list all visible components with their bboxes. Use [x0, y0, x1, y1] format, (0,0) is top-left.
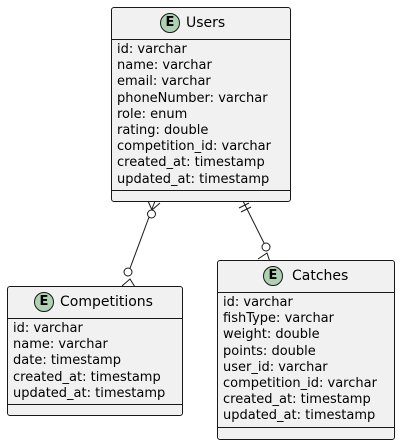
- catches-zero-circle: [261, 242, 271, 252]
- attribute-row: id: varchar: [223, 295, 293, 310]
- entity-users-bottom-divider: [112, 189, 290, 191]
- catches-many-crowsfoot: [257, 252, 271, 263]
- relationship-users-competitions: [121, 200, 161, 288]
- users-catches-line: [242, 200, 266, 246]
- entity-competitions-divider: [8, 318, 182, 319]
- users-one-bar-1: [238, 202, 250, 209]
- entity-competitions-attributes: id: varchar name: varchar date: timestam…: [8, 319, 182, 404]
- attribute-row: email: varchar: [117, 74, 211, 90]
- entity-badge-icon: E: [34, 292, 54, 312]
- entity-catches: E Catches id: varchar fishType: varchar …: [217, 260, 395, 440]
- attribute-row: created_at: timestamp: [223, 392, 371, 408]
- attribute-row: name: varchar: [117, 58, 212, 74]
- attribute-row: date: timestamp: [13, 353, 121, 369]
- entity-competitions-title: Competitions: [60, 294, 153, 310]
- attribute-row: role: enum: [117, 106, 188, 122]
- attribute-row: competition_id: varchar: [117, 139, 271, 155]
- attribute-row: id: varchar: [13, 321, 83, 336]
- entity-catches-title: Catches: [292, 268, 349, 284]
- attribute-row: updated_at: timestamp: [13, 385, 166, 401]
- attribute-row: id: varchar: [117, 42, 187, 57]
- attribute-row: created_at: timestamp: [13, 369, 161, 385]
- attribute-row: user_id: varchar: [223, 359, 328, 375]
- entity-users: E Users id: varchar name: varchar email:…: [111, 7, 291, 202]
- attribute-row: updated_at: timestamp: [117, 171, 270, 187]
- attribute-row: rating: double: [117, 123, 209, 139]
- entity-badge-icon: E: [263, 266, 283, 286]
- entity-catches-attributes: id: varchar fishType: varchar weight: do…: [218, 293, 394, 427]
- relationship-users-catches: [238, 200, 271, 263]
- entity-users-divider: [112, 39, 290, 40]
- entity-users-header: E Users: [112, 8, 290, 39]
- entity-badge-icon: E: [160, 13, 180, 33]
- entity-catches-divider: [218, 292, 394, 293]
- attribute-row: updated_at: timestamp: [223, 408, 376, 424]
- competitions-many-crowsfoot: [121, 278, 136, 288]
- entity-users-attributes: id: varchar name: varchar email: varchar…: [112, 40, 290, 190]
- attribute-row: created_at: timestamp: [117, 155, 265, 171]
- attribute-row: name: varchar: [13, 337, 108, 353]
- entity-competitions: E Competitions id: varchar name: varchar…: [7, 286, 183, 416]
- entity-catches-bottom-divider: [218, 426, 394, 428]
- competitions-zero-circle: [123, 267, 133, 277]
- attribute-row: points: double: [223, 343, 316, 359]
- attribute-row: competition_id: varchar: [223, 376, 377, 392]
- users-zero-circle: [147, 209, 156, 219]
- attribute-row: fishType: varchar: [223, 311, 334, 327]
- entity-competitions-bottom-divider: [8, 404, 182, 406]
- entity-catches-header: E Catches: [218, 261, 394, 292]
- entity-users-title: Users: [186, 15, 226, 31]
- attribute-row: phoneNumber: varchar: [117, 90, 268, 106]
- users-one-bar-2: [240, 206, 252, 213]
- attribute-row: weight: double: [223, 327, 320, 343]
- entity-competitions-header: E Competitions: [8, 287, 182, 318]
